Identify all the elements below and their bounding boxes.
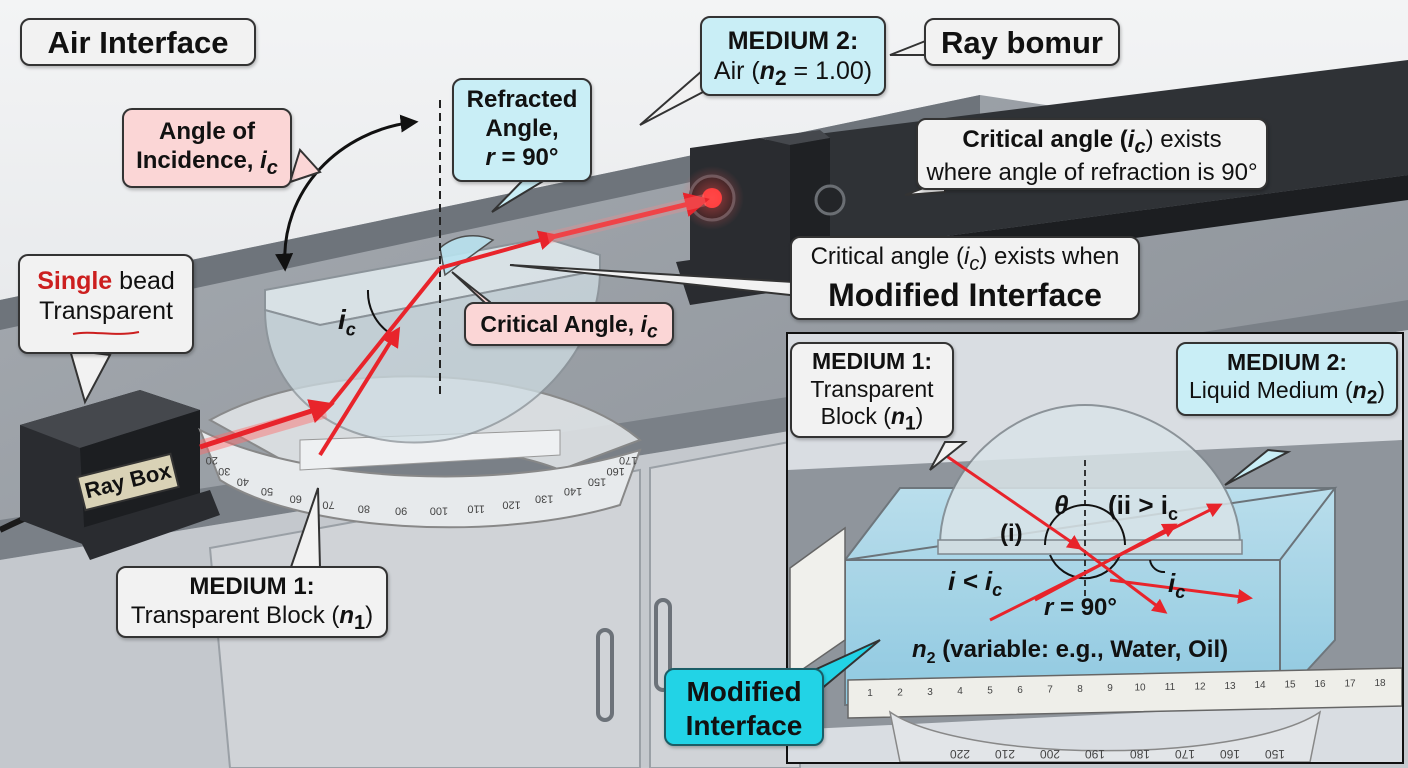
medium1-main-callout: MEDIUM 1: Transparent Block (n1) [116, 566, 388, 638]
ray-bomur-label: Ray bomur [924, 18, 1120, 66]
angle-of-incidence-callout: Angle of Incidence, ic [122, 108, 292, 188]
critical-angle-modified-callout: Critical angle (ic) exists when Modified… [790, 236, 1140, 320]
ii-gt-ic-label: (ii > ic [1108, 490, 1178, 525]
theta-label: θ [1054, 490, 1069, 520]
red-underline [72, 331, 140, 335]
medium2-air-callout: MEDIUM 2: Air (n2 = 1.00) [700, 16, 886, 96]
ic-inset-label: ic [1168, 568, 1186, 603]
single-bead-callout: Single bead Transparent [18, 254, 194, 354]
critical-angle-callout: Critical Angle, ic [464, 302, 674, 346]
modified-interface-callout: Modified Interface [664, 668, 824, 746]
ic-block-label: ic [338, 304, 356, 340]
i-paren-label: (i) [1000, 520, 1023, 547]
air-interface-label: Air Interface [20, 18, 256, 66]
angle-arrow [275, 114, 419, 272]
inset-frame [786, 332, 1404, 764]
inset-medium1-callout: MEDIUM 1: Transparent Block (n1) [790, 342, 954, 438]
refracted-angle-callout: Refracted Angle, r = 90° [452, 78, 592, 182]
ray-path [199, 192, 710, 457]
ray-box [0, 390, 220, 560]
i-lt-ic-label: i < ic [948, 566, 1003, 601]
r-90-label: r = 90° [1044, 594, 1117, 621]
inset-medium2-callout: MEDIUM 2: Liquid Medium (n2) [1176, 342, 1398, 416]
n2-variable-label: n2 (variable: e.g., Water, Oil) [912, 636, 1229, 667]
critical-angle-top-callout: Critical angle (ic) exists where angle o… [916, 118, 1268, 190]
